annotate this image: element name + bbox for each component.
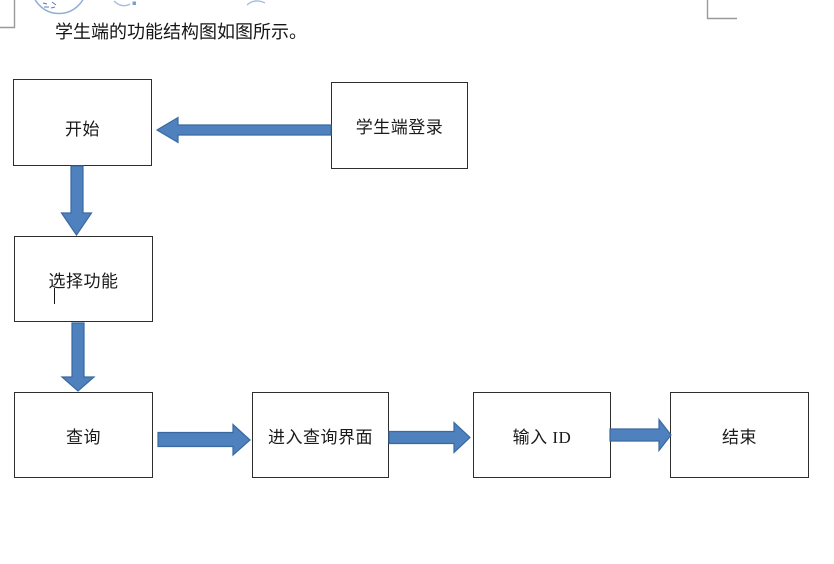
flow-node-end[interactable]: 结束 xyxy=(670,392,809,478)
crop-mark-top-left-icon xyxy=(0,0,16,29)
flow-node-label: 进入查询界面 xyxy=(268,427,373,447)
arrow-login-to-start[interactable] xyxy=(155,116,332,144)
flow-node-label: 查询 xyxy=(66,427,101,447)
flow-node-label: 输入 ID xyxy=(512,427,572,447)
arrow-select-to-query[interactable] xyxy=(60,322,96,392)
flow-node-start[interactable]: 开始 xyxy=(13,79,152,166)
flow-node-query[interactable]: 查询 xyxy=(14,392,153,478)
flow-node-select-function[interactable]: 选择功能 xyxy=(14,236,153,322)
flow-node-student-login[interactable]: 学生端登录 xyxy=(331,82,468,169)
ink-stroke-icons xyxy=(113,0,266,7)
flow-node-input-id[interactable]: 输入 ID xyxy=(473,392,611,478)
arrow-enterui-to-inputid[interactable] xyxy=(388,421,471,454)
flow-node-label: 结束 xyxy=(722,427,757,447)
flow-node-label: 学生端登录 xyxy=(355,118,444,137)
text-cursor-caret xyxy=(54,288,56,304)
flow-node-label: 开始 xyxy=(65,120,100,139)
stamp-icon xyxy=(34,0,84,15)
caption-text: 学生端的功能结构图如图所示。 xyxy=(55,22,307,42)
arrow-start-to-select[interactable] xyxy=(60,165,93,237)
arrow-query-to-enterui[interactable] xyxy=(157,423,251,457)
crop-mark-top-right-icon xyxy=(706,0,737,20)
flow-node-label: 选择功能 xyxy=(48,271,119,291)
arrow-inputid-to-end[interactable] xyxy=(609,417,672,453)
flow-node-enter-query-ui[interactable]: 进入查询界面 xyxy=(252,392,389,478)
